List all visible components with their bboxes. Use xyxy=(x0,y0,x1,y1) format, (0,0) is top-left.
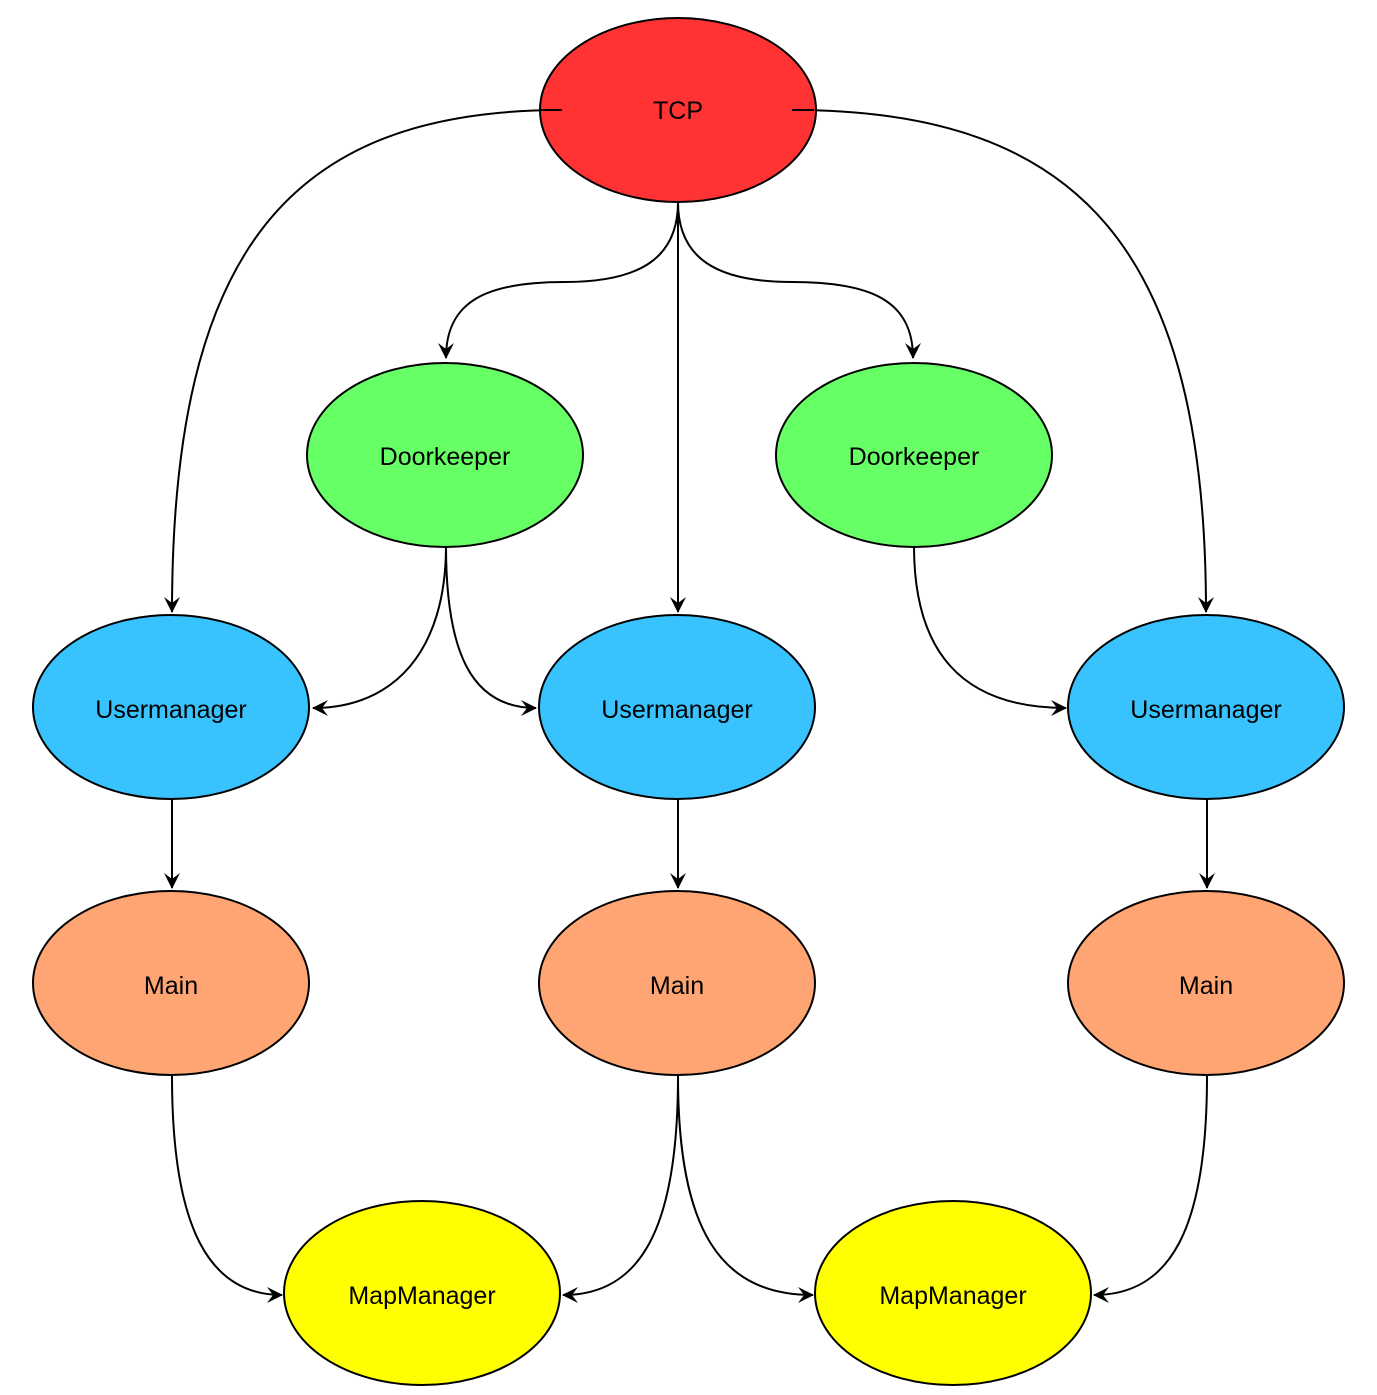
edge-tcp-to-usermanager-1 xyxy=(164,109,563,613)
node-doorkeeper-1: Doorkeeper xyxy=(306,362,584,548)
node-label-main-3: Main xyxy=(1179,972,1233,1000)
nodes-layer: TCP Doorkeeper Doorkeeper Usermanager Us… xyxy=(32,17,1345,1386)
node-mapmanager-1: MapManager xyxy=(283,1200,561,1386)
node-label-mapmanager-1: MapManager xyxy=(348,1282,495,1310)
edge-main-2-to-mapmanager-2 xyxy=(677,1075,814,1303)
edge-main-2-to-mapmanager-1 xyxy=(562,1075,679,1303)
node-label-main-1: Main xyxy=(144,972,198,1000)
node-label-doorkeeper-2: Doorkeeper xyxy=(849,443,980,471)
node-main-1: Main xyxy=(32,890,310,1076)
edge-doorkeeper-1-to-usermanager-1 xyxy=(312,545,447,716)
edge-doorkeeper-1-to-usermanager-2 xyxy=(445,545,537,716)
node-usermanager-1: Usermanager xyxy=(32,614,310,800)
edge-tcp-to-doorkeeper-1 xyxy=(438,201,679,359)
edge-main-1-to-mapmanager-1 xyxy=(171,1075,283,1303)
node-label-mapmanager-2: MapManager xyxy=(879,1282,1026,1310)
node-doorkeeper-2: Doorkeeper xyxy=(775,362,1053,548)
node-label-usermanager-3: Usermanager xyxy=(1130,696,1281,724)
node-main-3: Main xyxy=(1067,890,1345,1076)
edge-doorkeeper-2-to-usermanager-3 xyxy=(913,545,1067,716)
node-tcp: TCP xyxy=(539,17,817,203)
edge-main-3-to-mapmanager-2 xyxy=(1093,1075,1208,1303)
node-main-2: Main xyxy=(538,890,816,1076)
node-usermanager-3: Usermanager xyxy=(1067,614,1345,800)
node-label-tcp: TCP xyxy=(653,97,703,125)
edge-tcp-to-usermanager-3 xyxy=(791,109,1214,613)
edge-tcp-to-doorkeeper-2 xyxy=(677,201,921,359)
node-label-usermanager-1: Usermanager xyxy=(95,696,246,724)
node-usermanager-2: Usermanager xyxy=(538,614,816,800)
node-mapmanager-2: MapManager xyxy=(814,1200,1092,1386)
edges-layer xyxy=(164,109,1215,1303)
node-label-main-2: Main xyxy=(650,972,704,1000)
node-label-doorkeeper-1: Doorkeeper xyxy=(380,443,511,471)
node-label-usermanager-2: Usermanager xyxy=(601,696,752,724)
